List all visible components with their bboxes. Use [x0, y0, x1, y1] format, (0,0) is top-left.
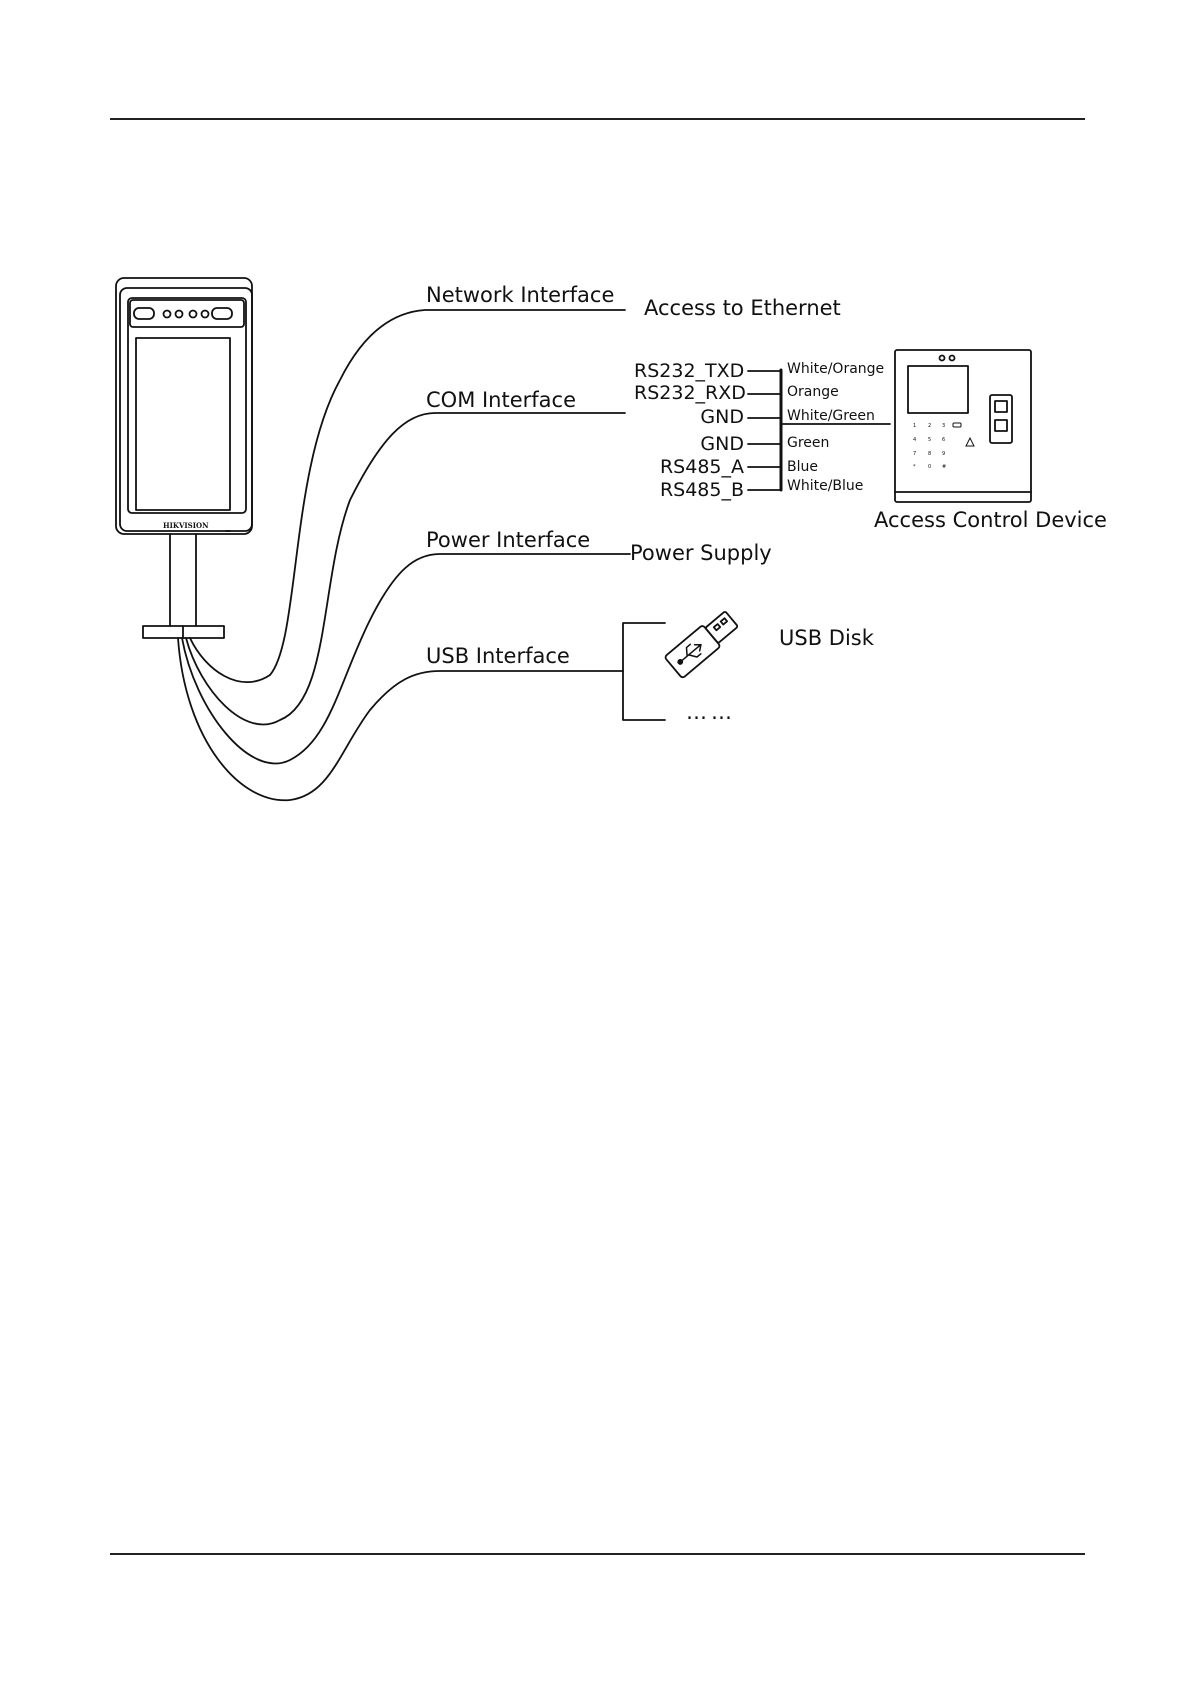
signal-label: GND [634, 406, 744, 428]
signal-label: RS232_TXD [634, 360, 744, 382]
signal-label: RS232_RXD [634, 382, 744, 404]
wire-color-label: Orange [787, 384, 839, 400]
face-terminal-icon [116, 278, 252, 638]
usb-disk-label: USB Disk [779, 626, 874, 650]
svg-text:#: # [942, 464, 946, 470]
svg-text:7: 7 [913, 451, 916, 457]
power-supply-label: Power Supply [630, 541, 772, 565]
svg-text:3: 3 [942, 423, 945, 429]
device-keypad-icon: 1 2 3 4 5 6 7 8 9 * 0 # [913, 423, 946, 470]
usb-disk-icon [664, 608, 740, 678]
svg-text:6: 6 [942, 437, 945, 443]
power-interface-label: Power Interface [426, 528, 590, 552]
svg-text:0: 0 [928, 464, 931, 470]
wire-color-label: White/Orange [787, 361, 884, 377]
wire-color-label: Blue [787, 459, 818, 475]
ethernet-label: Access to Ethernet [644, 296, 841, 320]
wire-color-label: Green [787, 435, 829, 451]
network-cable [190, 310, 625, 682]
svg-text:5: 5 [928, 437, 931, 443]
wire-color-label: White/Blue [787, 478, 863, 494]
svg-text:8: 8 [928, 451, 931, 457]
com-interface-label: COM Interface [426, 388, 576, 412]
access-control-device-label: Access Control Device [874, 508, 1107, 532]
signal-label: RS485_B [634, 479, 744, 501]
signal-label: RS485_A [634, 456, 744, 478]
more-devices-ellipsis: …… [686, 700, 736, 724]
svg-text:2: 2 [928, 423, 931, 429]
usb-interface-label: USB Interface [426, 644, 570, 668]
signal-label: GND [634, 433, 744, 455]
network-interface-label: Network Interface [426, 283, 614, 307]
device-brand: HIKVISION [163, 521, 209, 530]
svg-text:1: 1 [913, 423, 916, 429]
wire-color-label: White/Green [787, 408, 875, 424]
svg-text:9: 9 [942, 451, 945, 457]
svg-text:*: * [913, 464, 916, 470]
svg-text:4: 4 [913, 437, 916, 443]
usb-branch [623, 623, 665, 720]
